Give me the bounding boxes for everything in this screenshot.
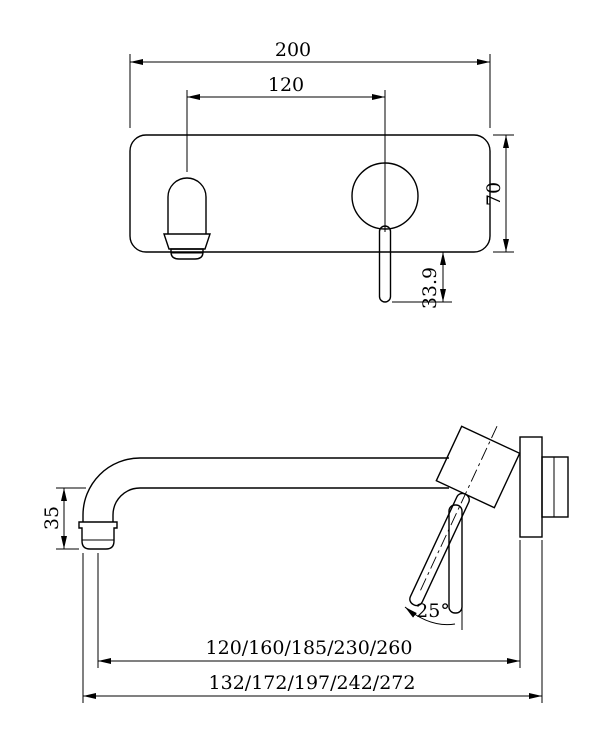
dim-label-spout-reach: 120/160/185/230/260	[206, 637, 413, 659]
dim-label-center-spacing: 120	[268, 74, 304, 96]
dim-center-spacing: 120	[186, 74, 385, 172]
aerator-tip	[78, 521, 118, 550]
handle-lever-vertical	[448, 504, 463, 614]
dim-plate-height: 70	[483, 134, 514, 253]
wall-plate-front	[129, 134, 491, 253]
side-view: 35 25° 120/160/185/230/260 132/172/197/2…	[41, 425, 569, 703]
dim-handle-drop: 33.9	[392, 252, 452, 309]
dim-handle-angle: 25°	[404, 598, 463, 630]
dim-overall-width: 200	[129, 39, 491, 128]
dim-label-overall-depth: 132/172/197/242/272	[209, 672, 416, 694]
dim-label-spout-drop: 35	[41, 506, 63, 530]
dim-label-handle-drop: 33.9	[419, 267, 441, 309]
dim-label-overall-width: 200	[275, 39, 311, 61]
dim-spout-reach: 120/160/185/230/260	[97, 540, 521, 668]
spout-side	[78, 457, 449, 550]
dim-label-handle-angle: 25°	[416, 600, 450, 622]
wall-plate-side	[519, 436, 569, 538]
mixer-handle-front	[351, 90, 419, 303]
dim-overall-depth: 132/172/197/242/272	[82, 540, 543, 703]
spout-outlet-front	[163, 177, 211, 260]
handle-lever-tilted	[409, 492, 470, 607]
top-view: 200 120 70 33.9	[129, 39, 514, 309]
valve-body-tilted	[409, 425, 521, 607]
dim-spout-drop: 35	[41, 487, 86, 550]
handle-lever-front	[378, 225, 392, 303]
dim-label-plate-height: 70	[483, 182, 505, 206]
concealed-valve-body	[541, 456, 569, 518]
